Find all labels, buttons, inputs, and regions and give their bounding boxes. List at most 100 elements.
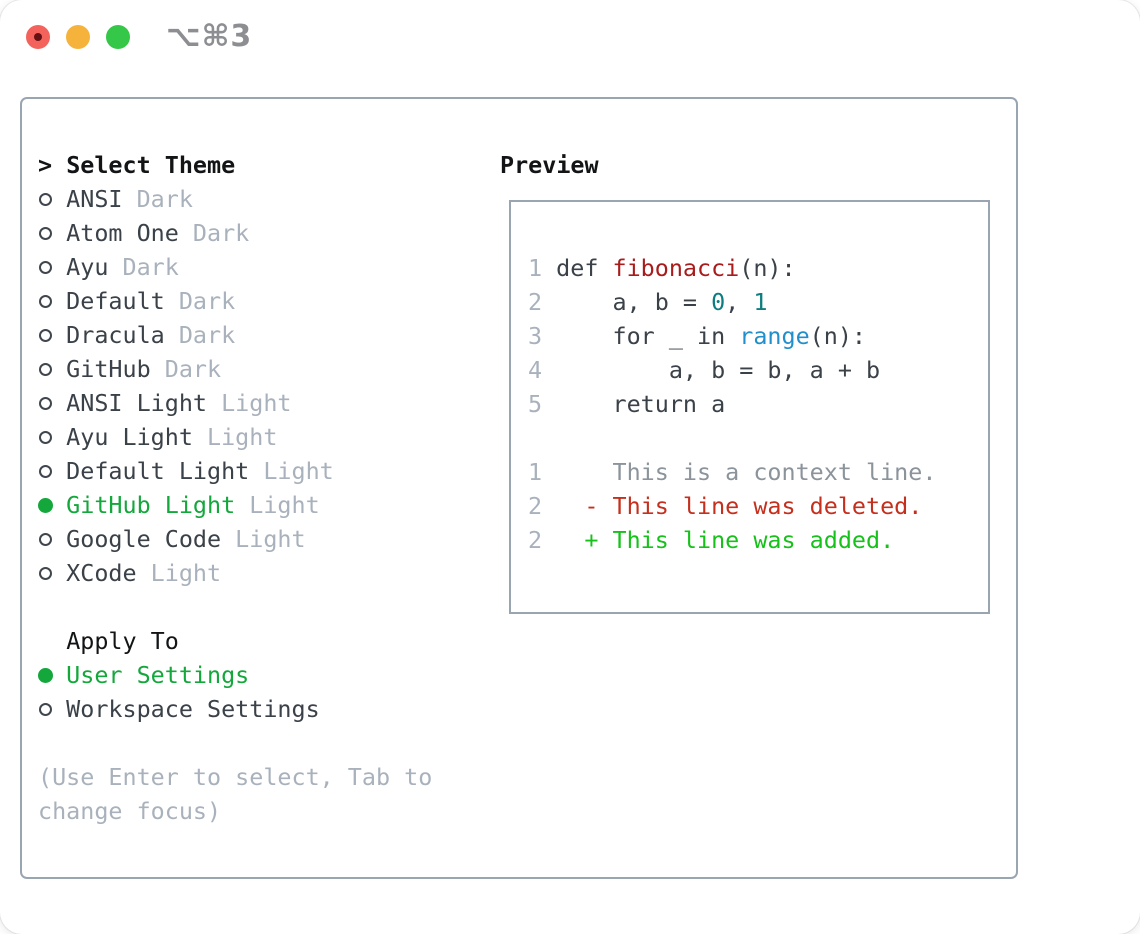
radio-unselected-icon: [38, 284, 52, 318]
line-number: 1: [528, 458, 557, 486]
apply-to-heading-label: Apply To: [66, 627, 179, 655]
radio-unselected-icon: [38, 318, 52, 352]
select-theme-heading-label: Select Theme: [66, 151, 236, 179]
theme-option-ayu[interactable]: Ayu Dark: [38, 250, 432, 284]
radio-unselected-icon: [38, 692, 52, 726]
radio-selected-icon: [38, 488, 53, 522]
theme-option-label: GitHub: [52, 355, 151, 383]
theme-variant-label: Light: [192, 423, 278, 451]
theme-variant-label: Light: [136, 559, 222, 587]
line-number: 2: [528, 288, 557, 316]
line-number: 1: [528, 254, 557, 282]
code-line: 2 a, b = 0, 1: [528, 285, 936, 319]
apply-option-label: User Settings: [52, 661, 250, 689]
theme-option-label: Dracula: [52, 321, 165, 349]
theme-variant-label: Dark: [164, 321, 236, 349]
code-line: 3 for _ in range(n):: [528, 319, 936, 353]
code-line: 4 a, b = b, a + b: [528, 353, 936, 387]
theme-option-github[interactable]: GitHub Dark: [38, 352, 432, 386]
line-number: 2: [528, 492, 557, 520]
theme-option-label: XCode: [52, 559, 137, 587]
apply-to-heading: Apply To: [38, 624, 432, 658]
theme-variant-label: Dark: [178, 219, 250, 247]
radio-unselected-icon: [38, 522, 52, 556]
theme-selector-column: > Select Theme ANSI Dark Atom One Dark A…: [38, 148, 432, 828]
window-titlebar: ⌥⌘3: [0, 0, 1140, 74]
theme-option-github-light[interactable]: GitHub Light Light: [38, 488, 432, 522]
theme-option-label: Ayu Light: [52, 423, 193, 451]
line-number: 3: [528, 322, 557, 350]
radio-unselected-icon: [38, 182, 52, 216]
radio-unselected-icon: [38, 216, 52, 250]
select-theme-heading: > Select Theme: [38, 148, 432, 182]
token-plain: (n):: [809, 322, 867, 350]
apply-option-label: Workspace Settings: [52, 695, 320, 723]
spacer-row: [38, 590, 432, 624]
token-plain: return a: [556, 390, 726, 418]
close-button[interactable]: [26, 25, 50, 49]
theme-option-label: GitHub Light: [52, 491, 236, 519]
theme-option-label: Default Light: [52, 457, 250, 485]
theme-option-default[interactable]: Default Dark: [38, 284, 432, 318]
token-added: + This line was added.: [556, 526, 895, 554]
hint-line-2: change focus): [38, 797, 222, 825]
diff-line: 2 - This line was deleted.: [528, 489, 936, 523]
theme-selector-dialog: > Select Theme ANSI Dark Atom One Dark A…: [20, 97, 1018, 879]
token-plain: ,: [725, 288, 754, 316]
theme-option-default-light[interactable]: Default Light Light: [38, 454, 432, 488]
theme-option-google-code[interactable]: Google Code Light: [38, 522, 432, 556]
theme-variant-label: Dark: [164, 287, 236, 315]
theme-option-ansi-light[interactable]: ANSI Light Light: [38, 386, 432, 420]
theme-option-label: Atom One: [52, 219, 179, 247]
radio-unselected-icon: [38, 352, 52, 386]
token-plain: def: [556, 254, 613, 282]
window-title-shortcut: ⌥⌘3: [166, 19, 253, 54]
theme-option-ansi[interactable]: ANSI Dark: [38, 182, 432, 216]
theme-option-label: Default: [52, 287, 165, 315]
line-number: 4: [528, 356, 557, 384]
radio-unselected-icon: [38, 250, 52, 284]
radio-unselected-icon: [38, 386, 52, 420]
theme-variant-label: Dark: [150, 355, 222, 383]
theme-variant-label: Light: [235, 491, 320, 519]
theme-variant-label: Light: [249, 457, 334, 485]
theme-variant-label: Dark: [108, 253, 179, 281]
token-plain: (n):: [739, 254, 796, 282]
theme-option-dracula[interactable]: Dracula Dark: [38, 318, 432, 352]
radio-unselected-icon: [38, 420, 52, 454]
token-context: This is a context line.: [556, 458, 937, 486]
token-number: 0: [711, 288, 726, 316]
token-plain: a, b =: [556, 288, 712, 316]
apply-option-user-settings[interactable]: User Settings: [38, 658, 432, 692]
code-line: 1 def fibonacci(n):: [528, 251, 936, 285]
theme-options-list: ANSI Dark Atom One Dark Ayu Dark Default…: [38, 182, 432, 590]
spacer-line: [528, 421, 936, 455]
token-plain: a, b = b, a + b: [556, 356, 881, 384]
theme-option-label: Google Code: [52, 525, 222, 553]
theme-option-label: Ayu: [52, 253, 109, 281]
theme-option-label: ANSI: [52, 185, 123, 213]
apply-to-options-list: User Settings Workspace Settings: [38, 658, 432, 726]
diff-sample: 1 This is a context line.2 - This line w…: [528, 455, 936, 557]
minimize-button[interactable]: [66, 25, 90, 49]
hint-line-1: (Use Enter to select, Tab to: [38, 763, 433, 791]
theme-option-xcode[interactable]: XCode Light: [38, 556, 432, 590]
token-builtin: range: [739, 322, 810, 350]
preview-heading: Preview: [500, 151, 599, 179]
theme-option-atom-one[interactable]: Atom One Dark: [38, 216, 432, 250]
diff-line: 1 This is a context line.: [528, 455, 936, 489]
theme-option-ayu-light[interactable]: Ayu Light Light: [38, 420, 432, 454]
theme-variant-label: Dark: [122, 185, 193, 213]
prompt-caret-icon: >: [38, 151, 53, 179]
line-number: 2: [528, 526, 557, 554]
token-deleted: - This line was deleted.: [556, 492, 923, 520]
radio-selected-icon: [38, 658, 53, 692]
code-line: 5 return a: [528, 387, 936, 421]
zoom-button[interactable]: [106, 25, 130, 49]
apply-option-workspace-settings[interactable]: Workspace Settings: [38, 692, 432, 726]
token-plain: for _ in: [556, 322, 740, 350]
